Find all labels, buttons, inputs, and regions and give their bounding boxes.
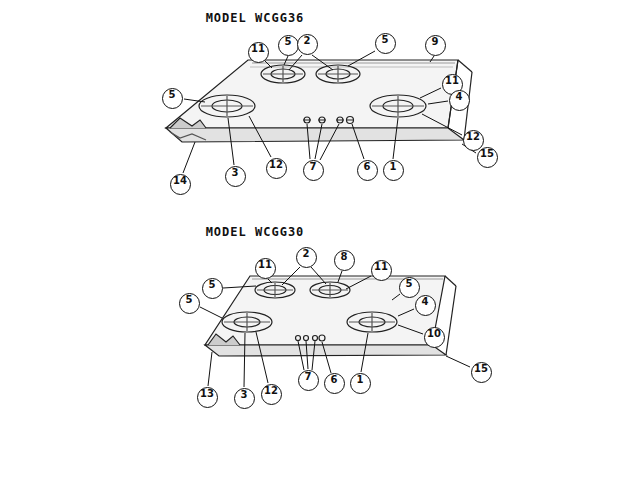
callout-number: 7: [303, 160, 324, 181]
callout-number: 6: [357, 160, 378, 181]
callout-number: 1: [383, 160, 404, 181]
model-heading: MODEL WCGG30: [206, 225, 305, 239]
callout-number: 5: [399, 277, 420, 298]
leader-lines: [183, 51, 476, 387]
callout-number: 8: [334, 250, 355, 271]
model-heading: MODEL WCGG36: [206, 11, 305, 25]
cooktop-36: [166, 60, 472, 142]
callout-number: 5: [278, 35, 299, 56]
callout-number: 11: [255, 258, 276, 279]
callout-number: 4: [415, 295, 436, 316]
callout-number: 11: [248, 42, 269, 63]
callout-number: 10: [424, 327, 445, 348]
callout-number: 12: [261, 384, 282, 405]
callout-number: 15: [477, 147, 498, 168]
callout-number: 6: [324, 373, 345, 394]
callout-number: 3: [225, 166, 246, 187]
callout-number: 1: [350, 373, 371, 394]
callout-number: 2: [297, 34, 318, 55]
callout-number: 5: [179, 293, 200, 314]
callout-number: 5: [202, 278, 223, 299]
callout-number: 12: [266, 158, 287, 179]
callout-number: 7: [298, 370, 319, 391]
callout-number: 4: [449, 90, 470, 111]
callout-number: 5: [375, 33, 396, 54]
callout-number: 3: [234, 388, 255, 409]
callout-number: 9: [425, 35, 446, 56]
cooktop-30: [205, 276, 456, 356]
callout-number: 5: [162, 88, 183, 109]
callout-number: 13: [197, 387, 218, 408]
callout-number: 14: [170, 174, 191, 195]
callout-number: 15: [471, 362, 492, 383]
callout-number: 2: [296, 247, 317, 268]
callout-number: 11: [371, 260, 392, 281]
callout-number: 12: [463, 130, 484, 151]
